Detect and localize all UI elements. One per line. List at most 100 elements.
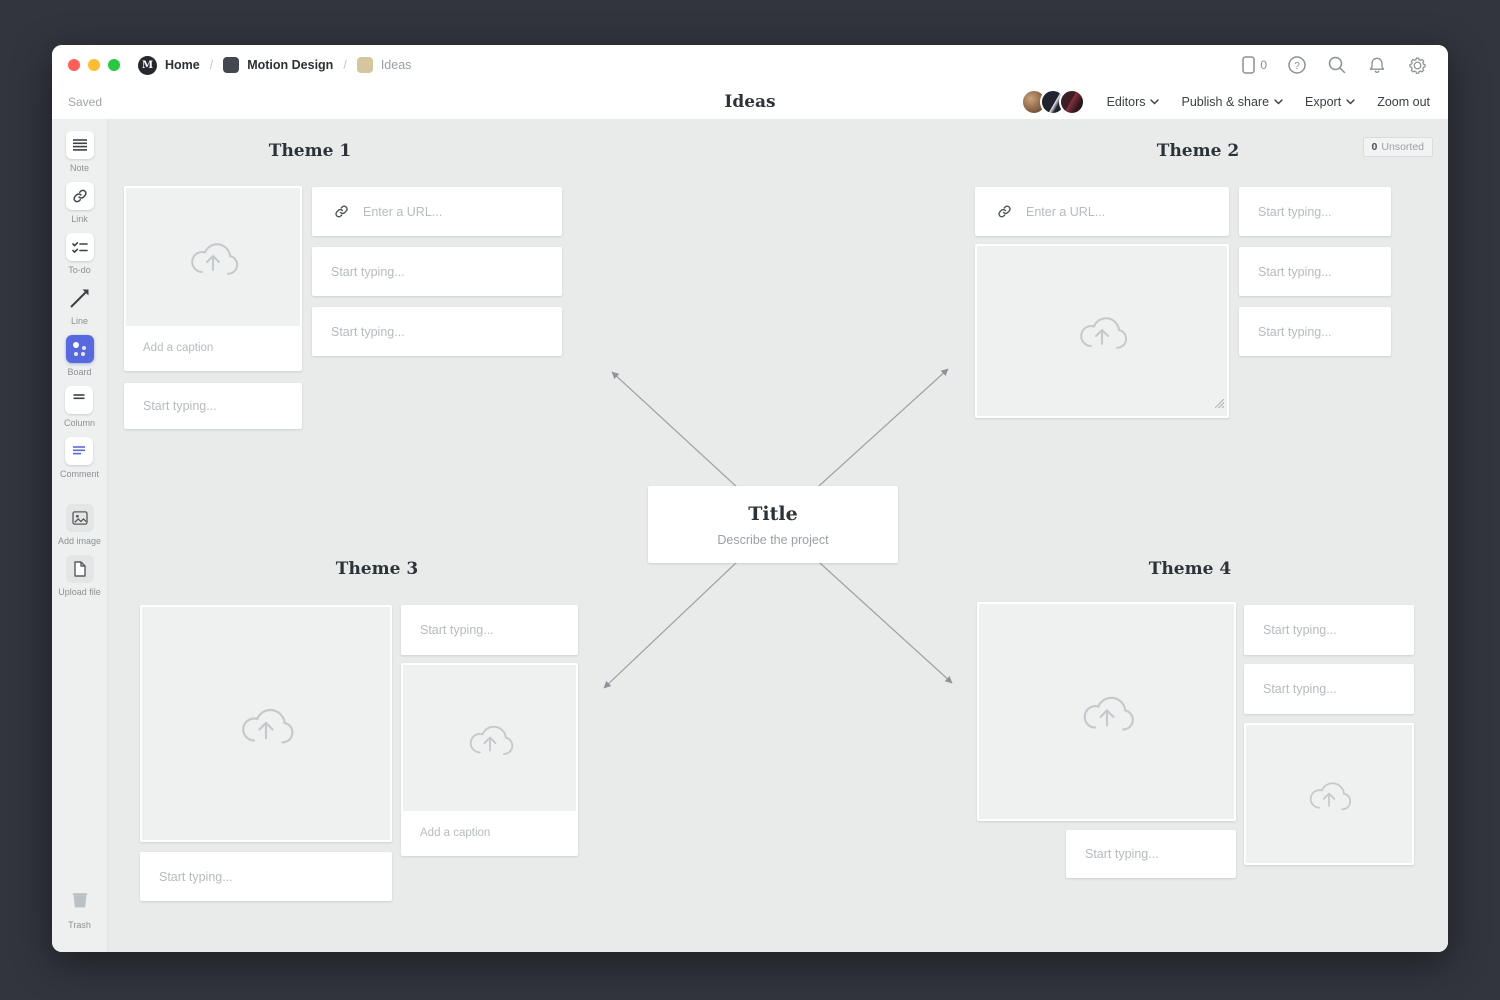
breadcrumb-current: Ideas	[380, 58, 412, 72]
note-card[interactable]: Start typing...	[1239, 247, 1391, 296]
image-drop-area[interactable]	[977, 246, 1227, 416]
board-icon	[65, 335, 94, 363]
mobile-app-button[interactable]: 0	[1241, 55, 1267, 75]
url-card[interactable]: Enter a URL...	[312, 187, 562, 236]
breadcrumb-home[interactable]: Home	[165, 58, 200, 72]
image-card[interactable]: Add a caption	[124, 186, 302, 371]
tool-label: Column	[63, 418, 95, 428]
note-card[interactable]: Start typing...	[1066, 830, 1236, 878]
typing-placeholder: Start typing...	[1258, 204, 1332, 219]
typing-placeholder: Start typing...	[1263, 682, 1337, 696]
upload-cloud-icon	[191, 243, 239, 275]
image-drop-area[interactable]	[403, 665, 576, 811]
note-card[interactable]: Start typing...	[1239, 187, 1391, 236]
export-menu-button[interactable]: Export	[1305, 95, 1355, 109]
link-icon	[65, 182, 94, 210]
note-card[interactable]: Start typing...	[124, 383, 302, 429]
line-tool[interactable]: Line	[66, 284, 94, 326]
todo-tool[interactable]: To-do	[65, 233, 94, 275]
zoom-out-label: Zoom out	[1377, 95, 1430, 109]
caption-field[interactable]: Add a caption	[403, 811, 576, 854]
note-card[interactable]: Start typing...	[312, 307, 562, 356]
note-card[interactable]: Start typing...	[1244, 664, 1414, 714]
trash-tool[interactable]: Trash	[52, 889, 107, 930]
image-drop-area[interactable]	[126, 188, 300, 326]
image-drop-area[interactable]	[1246, 725, 1412, 863]
note-card[interactable]: Start typing...	[1244, 605, 1414, 655]
upload-cloud-icon	[1309, 781, 1352, 810]
publish-share-menu-button[interactable]: Publish & share	[1181, 95, 1283, 109]
upload-cloud-icon	[469, 725, 513, 755]
editor-avatars[interactable]	[1020, 89, 1085, 115]
typing-placeholder: Start typing...	[1258, 264, 1332, 279]
typing-placeholder: Start typing...	[143, 399, 217, 413]
image-drop-area[interactable]	[142, 607, 390, 840]
image-card[interactable]	[975, 244, 1229, 418]
avatar[interactable]	[1058, 89, 1085, 115]
note-card[interactable]: Start typing...	[140, 852, 392, 901]
app-window: M Home / Motion Design / Ideas 0 ?	[52, 45, 1448, 952]
tool-label: Link	[71, 214, 88, 224]
caption-field[interactable]: Add a caption	[126, 326, 300, 369]
trash-icon	[69, 889, 91, 916]
link-icon	[998, 205, 1011, 218]
publish-share-label: Publish & share	[1181, 95, 1270, 109]
settings-button[interactable]	[1407, 55, 1428, 76]
project-title: Title	[748, 502, 798, 525]
export-label: Export	[1305, 95, 1342, 109]
theme-1-title[interactable]: Theme 1	[268, 141, 352, 161]
resize-handle[interactable]	[1214, 395, 1225, 413]
typing-placeholder: Start typing...	[420, 623, 494, 637]
titlebar: M Home / Motion Design / Ideas 0 ?	[52, 45, 1448, 85]
arrow-icon	[66, 284, 94, 312]
upload-file-tool[interactable]: Upload file	[58, 555, 101, 597]
add-image-tool[interactable]: Add image	[58, 504, 101, 546]
caption-placeholder: Add a caption	[420, 826, 491, 839]
note-card[interactable]: Start typing...	[1239, 307, 1391, 356]
note-card[interactable]: Start typing...	[401, 605, 578, 655]
window-controls	[68, 59, 120, 71]
typing-placeholder: Start typing...	[1263, 623, 1337, 637]
image-card[interactable]: Add a caption	[401, 663, 578, 856]
milanote-logo[interactable]: M	[138, 55, 157, 75]
todo-icon	[65, 233, 94, 261]
minimize-window-button[interactable]	[88, 59, 100, 71]
theme-4-title[interactable]: Theme 4	[1148, 559, 1232, 579]
image-drop-area[interactable]	[979, 604, 1234, 819]
file-icon	[65, 555, 94, 583]
note-card[interactable]: Start typing...	[312, 247, 562, 296]
maximize-window-button[interactable]	[108, 59, 120, 71]
image-card[interactable]	[1244, 723, 1414, 865]
zoom-out-button[interactable]: Zoom out	[1377, 95, 1430, 109]
typing-placeholder: Start typing...	[331, 324, 405, 339]
tool-label: Upload file	[58, 587, 101, 597]
unsorted-badge[interactable]: 0 Unsorted	[1362, 137, 1433, 157]
link-tool[interactable]: Link	[65, 182, 94, 224]
image-card[interactable]	[977, 602, 1236, 821]
board-canvas[interactable]: 0 Unsorted Theme 1 Theme 2 Theme 3 Theme…	[108, 119, 1448, 952]
close-window-button[interactable]	[68, 59, 80, 71]
comment-tool[interactable]: Comment	[60, 437, 99, 479]
column-tool[interactable]: Column	[64, 386, 95, 428]
breadcrumb-project[interactable]: Motion Design	[247, 58, 334, 72]
image-card[interactable]	[140, 605, 392, 842]
link-icon	[335, 205, 348, 218]
typing-placeholder: Start typing...	[159, 869, 233, 884]
theme-2-title[interactable]: Theme 2	[1156, 141, 1240, 161]
project-subtitle: Describe the project	[717, 532, 829, 547]
project-board-icon[interactable]	[223, 57, 240, 73]
notifications-button[interactable]	[1367, 55, 1387, 75]
editors-menu-button[interactable]: Editors	[1107, 95, 1160, 109]
help-button[interactable]: ?	[1287, 55, 1307, 75]
project-title-card[interactable]: Title Describe the project	[648, 486, 898, 563]
board-tool[interactable]: Board	[65, 335, 94, 377]
caption-placeholder: Add a caption	[143, 341, 214, 354]
board-toolbar: Saved Ideas Editors Publish & share Expo…	[52, 85, 1448, 119]
theme-3-title[interactable]: Theme 3	[335, 559, 419, 579]
typing-placeholder: Start typing...	[1258, 324, 1332, 339]
board-title: Ideas	[724, 92, 776, 112]
search-button[interactable]	[1327, 55, 1347, 75]
url-card[interactable]: Enter a URL...	[975, 187, 1229, 236]
tool-label: Trash	[68, 920, 91, 930]
note-tool[interactable]: Note	[65, 131, 94, 173]
